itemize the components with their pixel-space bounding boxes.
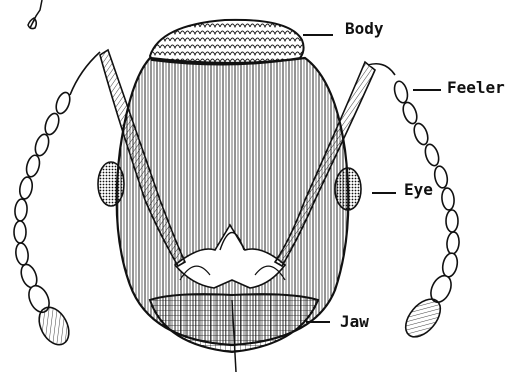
right-antenna-flagellum [368,64,460,343]
label-body: Body [345,21,384,37]
label-eye: Eye [404,182,433,198]
eye-left [98,162,124,206]
left-antenna-flagellum [14,52,100,350]
label-jaw: Jaw [340,314,369,330]
eye-right [335,168,361,210]
body-segment [150,20,304,65]
label-feeler: Feeler [447,80,505,96]
stray-antenna [28,0,42,29]
